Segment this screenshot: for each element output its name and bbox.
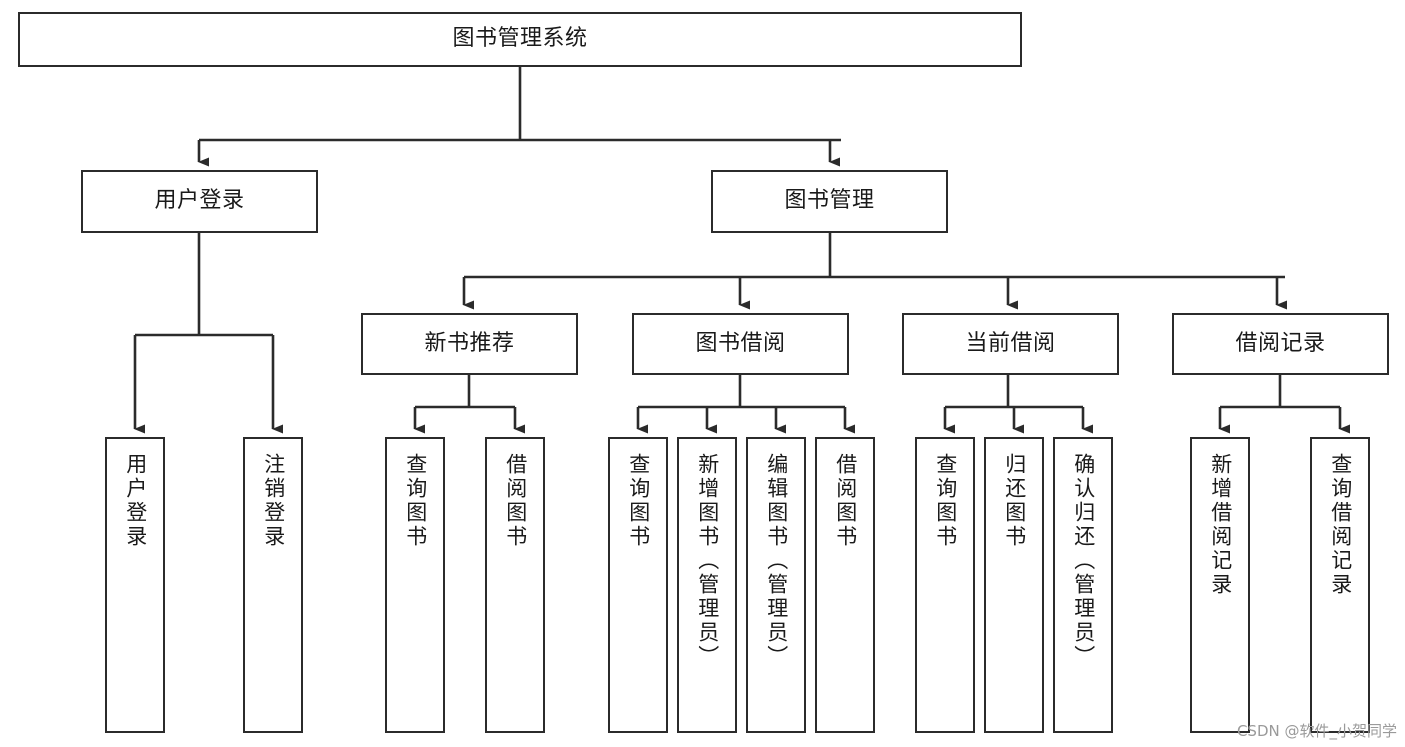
node-borrow-record[interactable]: 借阅记录 — [1172, 313, 1389, 375]
node-leaf-borrow-book-1[interactable]: 借阅图书 — [485, 437, 545, 733]
node-leaf-borrow-book-2-label: 借阅图书 — [833, 453, 858, 549]
node-root-label: 图书管理系统 — [452, 26, 588, 52]
node-leaf-add-record[interactable]: 新增借阅记录 — [1190, 437, 1250, 733]
node-book-borrow[interactable]: 图书借阅 — [632, 313, 849, 375]
node-leaf-edit-book[interactable]: 编辑图书（管理员） — [746, 437, 806, 733]
node-leaf-user-login[interactable]: 用户登录 — [105, 437, 165, 733]
node-leaf-edit-book-label: 编辑图书（管理员） — [764, 453, 789, 669]
node-leaf-query-book-3[interactable]: 查询图书 — [915, 437, 975, 733]
node-leaf-borrow-book-2[interactable]: 借阅图书 — [815, 437, 875, 733]
node-new-book-recommend-label: 新书推荐 — [424, 330, 515, 356]
node-leaf-return-book-label: 归还图书 — [1002, 453, 1027, 549]
node-leaf-add-book-label: 新增图书（管理员） — [695, 453, 720, 669]
node-leaf-return-book[interactable]: 归还图书 — [984, 437, 1044, 733]
node-borrow-record-label: 借阅记录 — [1235, 330, 1326, 356]
node-leaf-query-book-2[interactable]: 查询图书 — [608, 437, 668, 733]
node-user-login-label: 用户登录 — [154, 188, 245, 214]
node-root[interactable]: 图书管理系统 — [18, 12, 1022, 67]
node-leaf-query-record[interactable]: 查询借阅记录 — [1310, 437, 1370, 733]
node-user-login[interactable]: 用户登录 — [81, 170, 318, 233]
node-new-book-recommend[interactable]: 新书推荐 — [361, 313, 578, 375]
node-leaf-add-book[interactable]: 新增图书（管理员） — [677, 437, 737, 733]
node-leaf-logout-label: 注销登录 — [261, 453, 286, 549]
node-book-manage[interactable]: 图书管理 — [711, 170, 948, 233]
node-book-borrow-label: 图书借阅 — [695, 330, 786, 356]
node-leaf-confirm-return[interactable]: 确认归还（管理员） — [1053, 437, 1113, 733]
node-current-borrow[interactable]: 当前借阅 — [902, 313, 1119, 375]
node-leaf-query-book-1-label: 查询图书 — [403, 453, 428, 549]
node-leaf-logout[interactable]: 注销登录 — [243, 437, 303, 733]
node-current-borrow-label: 当前借阅 — [965, 330, 1056, 356]
node-leaf-query-book-2-label: 查询图书 — [626, 453, 651, 549]
node-leaf-user-login-label: 用户登录 — [123, 453, 148, 549]
node-book-manage-label: 图书管理 — [784, 188, 875, 214]
node-leaf-confirm-return-label: 确认归还（管理员） — [1071, 453, 1096, 669]
node-leaf-add-record-label: 新增借阅记录 — [1208, 453, 1233, 597]
node-leaf-borrow-book-1-label: 借阅图书 — [503, 453, 528, 549]
node-leaf-query-book-1[interactable]: 查询图书 — [385, 437, 445, 733]
node-leaf-query-record-label: 查询借阅记录 — [1328, 453, 1353, 597]
node-leaf-query-book-3-label: 查询图书 — [933, 453, 958, 549]
